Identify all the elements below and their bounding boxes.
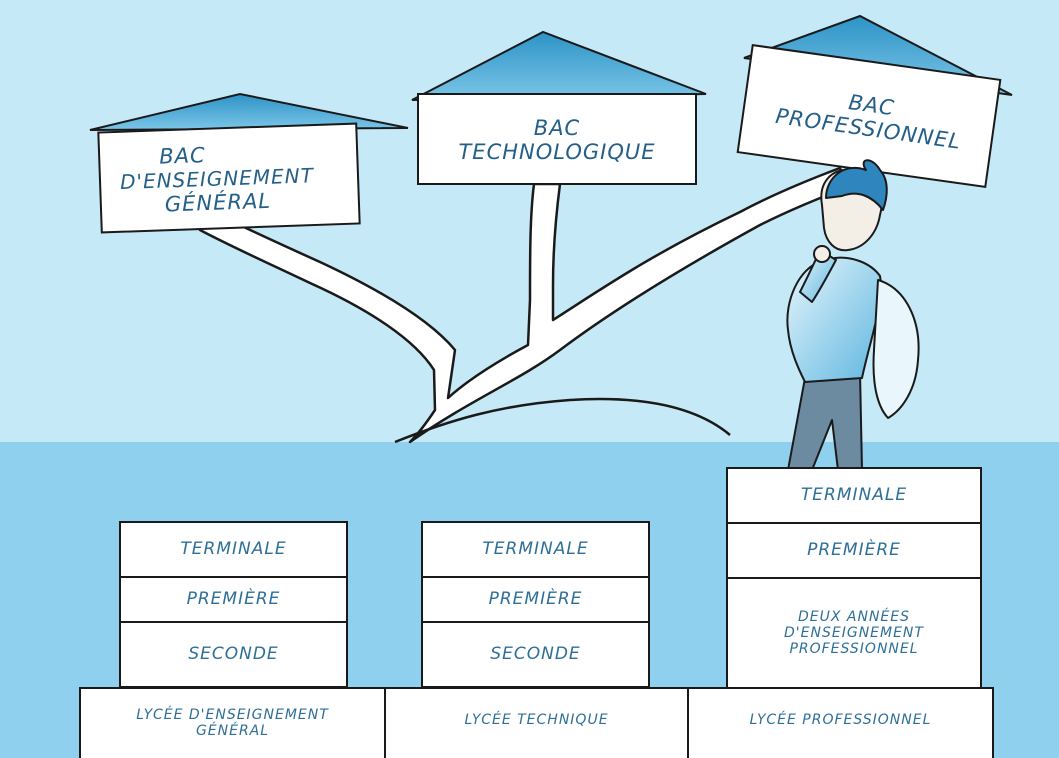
techno-terminale-label: TERMINALE (482, 538, 589, 559)
sign-bac-techno (411, 30, 707, 185)
student-figure (786, 159, 920, 471)
general-terminale-label: TERMINALE (180, 538, 287, 559)
techno-seconde-label: SECONDE (490, 643, 581, 664)
box-pro-years (726, 577, 982, 689)
student-arm (799, 249, 837, 303)
sign-general-board (97, 122, 361, 234)
sign-general-line2: D'ENSEIGNEMENT (119, 162, 315, 194)
base-general-label: LYCÉE D'ENSEIGNEMENT GÉNÉRAL (80, 688, 385, 758)
sign-general-line3: GÉNÉRAL (164, 188, 272, 216)
box-base-pro (687, 687, 994, 758)
base-pro-label: LYCÉE PROFESSIONNEL (749, 711, 932, 728)
general-seconde-label: SECONDE (188, 643, 279, 664)
techno-premiere-label: PREMIÈRE (488, 588, 583, 609)
pro-years-line1: DEUX ANNÉES (797, 608, 910, 625)
base-techno-label: LYCÉE TECHNIQUE (464, 711, 609, 728)
pro-years-line2: D'ENSEIGNEMENT (784, 624, 924, 641)
pro-years-line3: PROFESSIONNEL (789, 641, 919, 658)
box-base-general (79, 687, 386, 758)
base-general-line2: GÉNÉRAL (195, 723, 270, 739)
box-general-seconde (119, 621, 348, 688)
student-hand (813, 245, 831, 263)
sign-general-label: BAC D'ENSEIGNEMENT GÉNÉRAL (111, 129, 362, 228)
sign-bac-general (89, 92, 409, 234)
student-backpack (872, 279, 920, 419)
sign-techno-label: BAC TECHNOLOGIQUE (422, 100, 692, 180)
sign-techno-line1: BAC (533, 115, 581, 140)
pro-years-label: DEUX ANNÉES D'ENSEIGNEMENT PROFESSIONNEL (727, 578, 981, 688)
box-base-techno (384, 687, 689, 758)
box-pro-terminale (726, 467, 982, 524)
box-general-premiere (119, 576, 348, 623)
pro-terminale-label: TERMINALE (800, 484, 908, 505)
pro-premiere-label: PREMIÈRE (807, 539, 901, 560)
box-pro-premiere (726, 522, 982, 579)
box-techno-seconde (421, 621, 650, 688)
base-general-line1: LYCÉE D'ENSEIGNEMENT (136, 706, 329, 723)
sign-techno-board (417, 93, 697, 185)
school-boxes (79, 467, 994, 758)
general-premiere-label: PREMIÈRE (186, 588, 281, 609)
student-hair (825, 159, 888, 211)
path-tree (198, 166, 847, 444)
sign-techno-line2: TECHNOLOGIQUE (458, 140, 656, 164)
